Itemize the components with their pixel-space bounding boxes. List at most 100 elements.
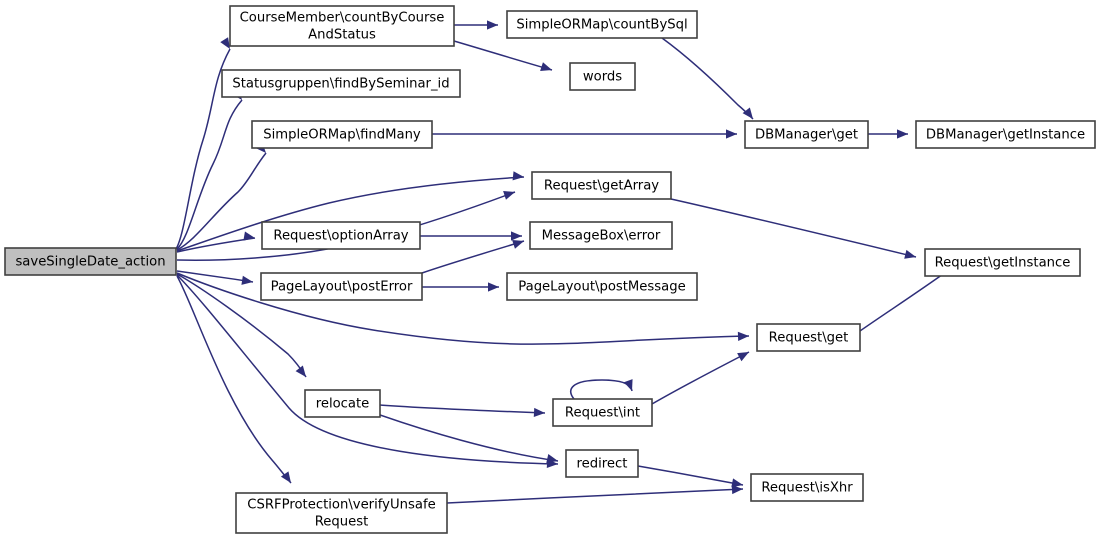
arrowhead <box>546 454 558 464</box>
node-box <box>506 272 698 301</box>
node-box <box>569 62 636 91</box>
arrowhead <box>533 407 545 418</box>
node-label: Request\get <box>769 331 849 346</box>
node-DBManager_get[interactable]: DBManager\get <box>744 120 869 149</box>
node-Request_getInstance[interactable]: Request\getInstance <box>924 248 1081 277</box>
edge-redirect-to-Request_isXhr <box>637 465 744 486</box>
arrowhead <box>243 231 255 241</box>
node-box <box>221 69 461 98</box>
arrowhead <box>511 231 522 241</box>
node-box <box>229 5 455 47</box>
node-Request_int[interactable]: Request\int <box>552 398 653 427</box>
node-box <box>260 272 423 301</box>
arrowhead <box>295 365 306 377</box>
edge-saveSingleDate_action-to-Request_optionArray <box>176 237 256 253</box>
node-box <box>235 492 448 534</box>
node-box <box>261 221 421 250</box>
arrowhead <box>742 107 753 119</box>
node-box <box>552 398 653 427</box>
arrowhead <box>540 62 552 71</box>
arrowhead <box>726 129 737 139</box>
nodes-layer: saveSingleDate_action CourseMember\countB… <box>4 5 1096 534</box>
node-Statusgruppen_findBySeminar_id[interactable]: Statusgruppen\findBySeminar_id <box>221 69 461 98</box>
node-box <box>565 449 639 478</box>
arrowhead <box>904 249 916 259</box>
node-label: PageLayout\postError <box>271 280 413 295</box>
node-label: Request\isXhr <box>761 481 853 496</box>
edge-Request_int-to-Request_int <box>570 379 633 400</box>
node-label: DBManager\getInstance <box>926 128 1085 143</box>
arrowhead <box>487 20 498 30</box>
node-label: Request\optionArray <box>273 229 408 244</box>
node-label: PageLayout\postMessage <box>518 280 685 295</box>
node-SimpleORMap_countBySql[interactable]: SimpleORMap\countBySql <box>506 10 698 39</box>
node-box <box>506 10 698 39</box>
edge-SimpleORMap_countBySql-to-DBManager_get <box>661 37 754 120</box>
edge-saveSingleDate_action-to-CSRFProtection_verifyUnsafeRequest <box>176 275 292 484</box>
node-label: Request\getArray <box>544 179 659 194</box>
edge-saveSingleDate_action-to-CourseMember_countByCourseAndStatus <box>175 48 231 250</box>
node-label: Request <box>315 515 369 530</box>
arrowhead <box>897 129 908 139</box>
arrowhead <box>512 240 524 249</box>
arrowhead <box>623 379 633 391</box>
arrowhead <box>220 37 230 49</box>
node-PageLayout_postError[interactable]: PageLayout\postError <box>260 272 423 301</box>
arrowhead <box>280 471 291 483</box>
node-label: AndStatus <box>308 28 376 43</box>
edge-Request_getArray-to-Request_getInstance <box>670 198 917 258</box>
node-box <box>531 171 672 200</box>
arrowhead <box>731 478 743 488</box>
node-box <box>924 248 1081 277</box>
node-box <box>304 389 381 418</box>
node-label: Statusgruppen\findBySeminar_id <box>232 77 449 92</box>
arrowhead <box>731 484 743 495</box>
node-box <box>529 221 673 250</box>
node-words[interactable]: words <box>569 62 636 91</box>
node-Request_getArray[interactable]: Request\getArray <box>531 171 672 200</box>
node-Request_isXhr[interactable]: Request\isXhr <box>750 473 864 502</box>
node-box <box>750 473 864 502</box>
arrowhead <box>241 275 253 285</box>
node-box <box>915 120 1096 149</box>
edge-saveSingleDate_action-to-SimpleORMap_findMany <box>176 152 267 251</box>
node-Request_optionArray[interactable]: Request\optionArray <box>261 221 421 250</box>
edge-saveSingleDate_action-to-Request_getArray <box>176 176 525 252</box>
node-label: words <box>583 70 622 85</box>
node-PageLayout_postMessage[interactable]: PageLayout\postMessage <box>506 272 698 301</box>
node-label: Request\getInstance <box>935 256 1071 271</box>
edge-CourseMember_countByCourseAndStatus-to-words <box>453 40 553 71</box>
node-MessageBox_error[interactable]: MessageBox\error <box>529 221 673 250</box>
node-label: redirect <box>577 457 628 472</box>
node-relocate[interactable]: relocate <box>304 389 381 418</box>
node-label: CourseMember\countByCourse <box>240 11 445 26</box>
edge-saveSingleDate_action-to-Statusgruppen_findBySeminar_id <box>176 99 243 250</box>
node-label: relocate <box>316 397 370 412</box>
arrowhead <box>737 331 749 341</box>
node-box <box>4 247 177 276</box>
node-label: SimpleORMap\findMany <box>263 128 421 143</box>
edge-saveSingleDate_action-to-redirect <box>176 274 559 465</box>
node-DBManager_getInstance[interactable]: DBManager\getInstance <box>915 120 1096 149</box>
arrowhead <box>488 282 499 292</box>
edge-relocate-to-redirect <box>379 414 559 462</box>
node-redirect[interactable]: redirect <box>565 449 639 478</box>
node-label: DBManager\get <box>755 128 858 143</box>
edge-relocate-to-Request_int <box>379 404 546 414</box>
node-SimpleORMap_findMany[interactable]: SimpleORMap\findMany <box>251 120 433 149</box>
arrowhead <box>512 171 524 181</box>
edge-Request_int-to-Request_get <box>651 351 750 405</box>
edge-CSRFProtection_verifyUnsafeRequest-to-Request_isXhr <box>446 488 744 504</box>
node-saveSingleDate_action[interactable]: saveSingleDate_action <box>4 247 177 276</box>
node-label: CSRFProtection\verifyUnsafe <box>247 498 435 513</box>
edge-saveSingleDate_action-to-Request_get <box>176 272 750 345</box>
arrowhead <box>737 352 749 362</box>
edge-PageLayout_postError-to-MessageBox_error <box>421 240 525 274</box>
node-Request_get[interactable]: Request\get <box>756 323 861 352</box>
node-box <box>251 120 433 149</box>
node-box <box>744 120 869 149</box>
node-label: MessageBox\error <box>542 229 661 244</box>
